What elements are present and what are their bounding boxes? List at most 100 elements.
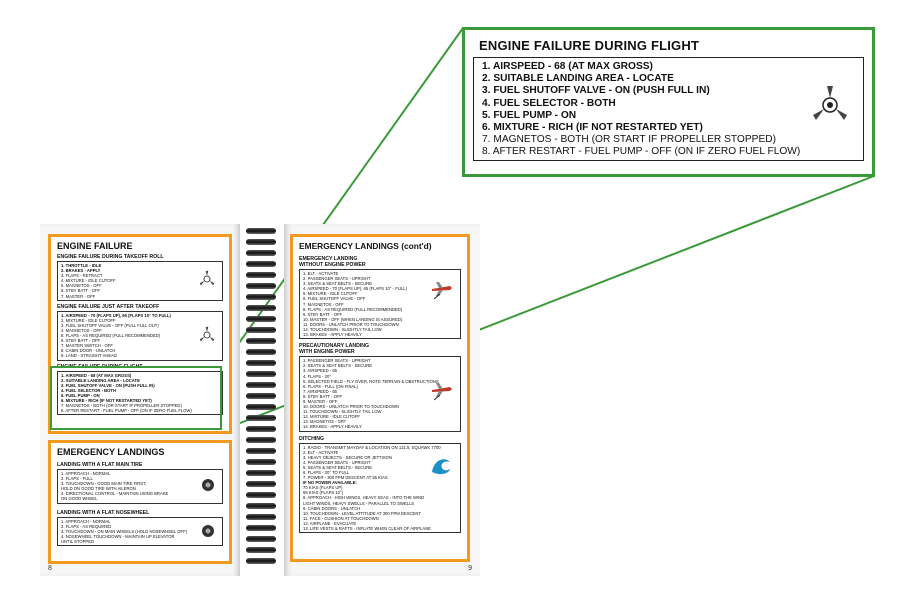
ditching-box: 1. RADIO - TRANSMIT MAYDAY & LOCATION ON… bbox=[299, 442, 461, 534]
list-item: 4. NOSEWHEEL TOUCHDOWN - MAINTAIN UP ELE… bbox=[61, 533, 175, 539]
list-item: 2. SEATS & SEAT BELTS - SECURE bbox=[303, 363, 373, 369]
list-item: ON GOOD WHEEL bbox=[61, 496, 98, 502]
list-item: 13. LIFE VESTS & RAFTS - INFLATE WHEN CL… bbox=[303, 526, 431, 532]
list-item: UNTIL STOPPED bbox=[61, 538, 95, 544]
list-item: 8. STBY BATT - OFF bbox=[303, 393, 343, 399]
list-item: 5. FUEL PUMP - ON bbox=[61, 392, 100, 398]
flat-nose-box: 1. APPROACH - NORMAL 2. FLAPS - AS REQUI… bbox=[57, 516, 223, 547]
list-item: 7. AIRSPEED - 65 bbox=[303, 388, 337, 394]
zoom-item: 5. FUEL PUMP - ON bbox=[482, 109, 577, 121]
list-item: 9. LAND - STRAIGHT AHEAD bbox=[61, 353, 118, 359]
list-item: 65 KIAS (FLAPS 10°) bbox=[303, 490, 344, 496]
precautionary-heading-1: PRECAUTIONARY LANDING bbox=[299, 343, 370, 350]
zoom-item: 2. SUITABLE LANDING AREA - LOCATE bbox=[482, 73, 674, 85]
zoom-item: 1. AIRSPEED - 68 (AT MAX GROSS) bbox=[482, 61, 653, 72]
zoom-callout: ENGINE FAILURE DURING FLIGHT 1. AIRSPEED… bbox=[462, 27, 875, 177]
list-item: 7. POWER - 300 FPM DESCENT AT 55 KIAS bbox=[303, 475, 388, 481]
list-item: 2. FLAPS - FULL bbox=[61, 476, 93, 482]
zoom-item: 8. AFTER RESTART - FUEL PUMP - OFF (ON I… bbox=[482, 146, 801, 158]
airplane-landing-icon bbox=[432, 383, 452, 401]
list-item: 3. SEATS & SEAT BELTS - SECURE bbox=[303, 281, 373, 287]
engine-failure-panel: ENGINE FAILURE ENGINE FAILURE DURING TAK… bbox=[48, 234, 232, 434]
list-item: 1. AIRSPEED - 70 (FLAPS UP), 65 (FLAPS 1… bbox=[61, 312, 171, 318]
list-item: 12. TOUCHDOWN - SLIGHTLY TAIL LOW bbox=[303, 327, 382, 333]
emergency-landings-panel: EMERGENCY LANDINGS LANDING WITH A FLAT M… bbox=[48, 440, 232, 564]
list-item: 4. MIXTURE - IDLE CUTOFF bbox=[61, 278, 116, 284]
list-item: 5. SEATS & SEAT BELTS - SECURE bbox=[303, 464, 373, 470]
list-item: 11. DOORS - UNLATCH PRIOR TO TOUCHDOWN bbox=[303, 321, 399, 327]
propeller-icon bbox=[199, 270, 215, 286]
without-power-heading-2: WITHOUT ENGINE POWER bbox=[299, 262, 366, 268]
spiral-binding bbox=[246, 228, 276, 574]
list-item: 6. FLAPS - 20° TO FULL bbox=[303, 470, 350, 475]
list-item: 8. CABIN DOOR - UNLATCH bbox=[61, 348, 116, 354]
without-power-box: 1. ELT - ACTIVATE 2. PASSENGER SEATS - U… bbox=[299, 269, 461, 340]
list-item: 9. CABIN DOORS - UNLATCH bbox=[303, 505, 361, 511]
list-item: LIGHT WINDS, HEAVY SWELLS - PARALLEL TO … bbox=[303, 500, 415, 506]
takeoff-roll-heading: ENGINE FAILURE DURING TAKEOFF ROLL bbox=[57, 254, 164, 260]
list-item: IF NO POWER AVAILABLE: bbox=[303, 480, 357, 486]
tire-icon bbox=[202, 479, 214, 491]
list-item: 6. FLAPS - FULL (ON FINAL) bbox=[303, 383, 358, 389]
list-item: HOLD ON GOOD TIRE WITH AILERON bbox=[61, 486, 136, 492]
checklist-book: ENGINE FAILURE ENGINE FAILURE DURING TAK… bbox=[40, 224, 480, 576]
list-item: 11. FACE - CUSHION AT TOUCHDOWN bbox=[303, 515, 379, 521]
list-item: 1. PASSENGER SEATS - UPRIGHT bbox=[303, 358, 371, 364]
precautionary-heading-2: WITH ENGINE POWER bbox=[299, 349, 355, 356]
list-item: 1. RADIO - TRANSMIT MAYDAY & LOCATION ON… bbox=[303, 444, 441, 450]
list-item: 7. MAGNETOS - OFF bbox=[303, 301, 344, 307]
list-item: 3. FUEL SHUTOFF VALVE - OFF (PULL FULL O… bbox=[61, 322, 159, 328]
list-item: 8. AFTER RESTART - FUEL PUMP - OFF (ON I… bbox=[61, 408, 192, 414]
zoom-item: 3. FUEL SHUTOFF VALVE - ON (PUSH FULL IN… bbox=[482, 85, 710, 97]
after-takeoff-heading: ENGINE FAILURE JUST AFTER TAKEOFF bbox=[57, 303, 160, 310]
list-item: 4. FUEL SELECTOR - BOTH bbox=[61, 387, 116, 393]
airplane-landing-icon bbox=[432, 282, 452, 300]
list-item: 10. DOORS - UNLATCH PRIOR TO TOUCHDOWN bbox=[303, 404, 399, 410]
page-number-left: 8 bbox=[48, 565, 52, 572]
list-item: 1. APPROACH - NORMAL bbox=[61, 471, 111, 476]
list-item: 6. FUEL SHUTOFF VALVE - OFF bbox=[303, 296, 366, 302]
list-item: 8. APPROACH - HIGH WINDS, HEAVY SEAS - I… bbox=[303, 495, 425, 501]
list-item: 12. AIRPLANE - EVACUATE bbox=[303, 520, 357, 526]
list-item: 1. APPROACH - NORMAL bbox=[61, 518, 111, 524]
list-item: 13. MAGNETOS - OFF bbox=[303, 419, 346, 425]
list-item: 6. STBY BATT - OFF bbox=[61, 288, 101, 294]
list-item: 10. TOUCHDOWN - LEVEL ATTITUDE AT 300 FP… bbox=[303, 510, 421, 516]
zoom-item: 6. MIXTURE - RICH (IF NOT RESTARTED YET) bbox=[482, 122, 703, 134]
list-item: 3. FUEL SHUTOFF VALVE - ON (PUSH FULL IN… bbox=[61, 382, 155, 388]
zoom-title: ENGINE FAILURE DURING FLIGHT bbox=[479, 38, 700, 53]
zoom-item: 4. FUEL SELECTOR - BOTH bbox=[482, 97, 616, 109]
during-flight-box: 1. AIRSPEED - 68 (AT MAX GROSS) 2. SUITA… bbox=[57, 370, 223, 416]
takeoff-roll-box: 1. THROTTLE - IDLE 2. BRAKES - APPLY 3. … bbox=[57, 261, 223, 301]
list-item: 8. FLAPS - AS REQUIRED (FULL RECOMMENDED… bbox=[303, 306, 403, 312]
flat-main-heading: LANDING WITH A FLAT MAIN TIRE bbox=[57, 462, 143, 468]
emergency-landings-contd-panel: EMERGENCY LANDINGS (cont'd) EMERGENCY LA… bbox=[290, 234, 470, 562]
list-item: 5. MAGNETOS - OFF bbox=[61, 283, 102, 289]
list-item: 4. AIRSPEED - 70 (FLAPS UP), 65 (FLAPS 1… bbox=[303, 286, 407, 292]
list-item: 3. HEAVY OBJECTS - SECURE OR JETTISON bbox=[303, 454, 392, 460]
list-item: 4. FLAPS - 20° bbox=[303, 373, 331, 379]
highlight-box bbox=[50, 366, 222, 430]
list-item: 3. TOUCHDOWN - ON MAIN WHEELS (HOLD NOSE… bbox=[61, 528, 188, 534]
page-right: EMERGENCY LANDINGS (cont'd) EMERGENCY LA… bbox=[284, 224, 480, 576]
list-item: 13. BRAKES - APPLY HEAVILY bbox=[303, 332, 362, 338]
zoom-checklist-box: 1. AIRSPEED - 68 (AT MAX GROSS) 2. SUITA… bbox=[473, 57, 864, 161]
list-item: 2. FLAPS - AS REQUIRED bbox=[61, 523, 112, 529]
list-item: 4. MAGNETOS - OFF bbox=[61, 327, 102, 333]
without-power-heading-1: EMERGENCY LANDING bbox=[299, 256, 358, 262]
page-number-right: 9 bbox=[468, 565, 472, 572]
page-left: ENGINE FAILURE ENGINE FAILURE DURING TAK… bbox=[40, 224, 240, 576]
propeller-icon bbox=[199, 326, 215, 342]
list-item: 5. MIXTURE - IDLE CUTOFF bbox=[303, 291, 358, 297]
list-item: 70 KIAS (FLAPS UP) bbox=[303, 485, 343, 491]
flat-nose-heading: LANDING WITH A FLAT NOSEWHEEL bbox=[57, 509, 150, 516]
emergency-landings-title: EMERGENCY LANDINGS bbox=[57, 447, 165, 457]
list-item: 12. MIXTURE - IDLE CUTOFF bbox=[303, 414, 360, 420]
list-item: 5. FLAPS - AS REQUIRED (FULL RECOMMENDED… bbox=[61, 333, 161, 339]
list-item: 2. SUITABLE LANDING AREA - LOCATE bbox=[61, 377, 140, 383]
list-item: 2. BRAKES - APPLY bbox=[61, 268, 101, 274]
list-item: 7. MASTER SWITCH - OFF bbox=[61, 343, 113, 349]
list-item: 4. DIRECTIONAL CONTROL - MAINTAIN USING … bbox=[61, 491, 169, 497]
list-item: 14. BRAKES - APPLY HEAVILY bbox=[303, 424, 362, 430]
list-item: 1. ELT - ACTIVATE bbox=[303, 271, 339, 276]
